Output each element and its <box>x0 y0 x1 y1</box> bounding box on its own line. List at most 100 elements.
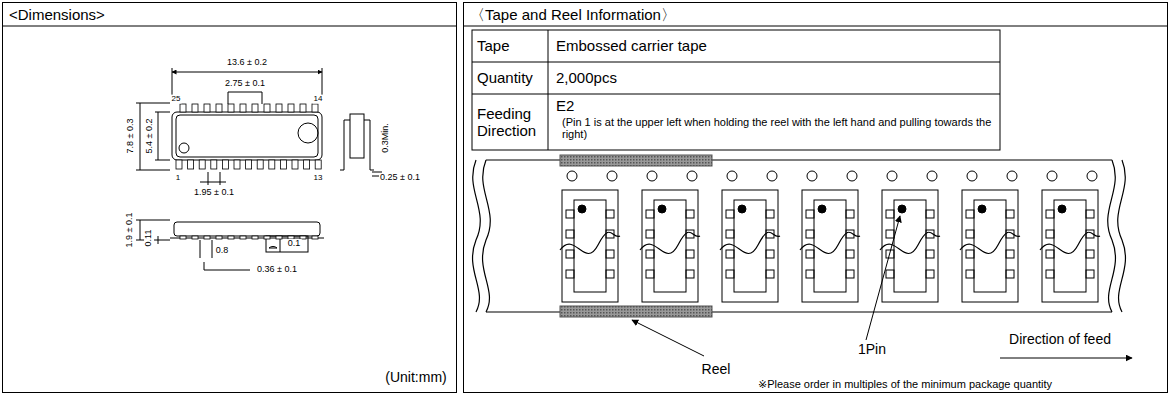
lead <box>1046 230 1054 238</box>
lead <box>766 270 774 278</box>
dimension: 0.11 <box>144 229 154 248</box>
drawing-rect <box>266 236 308 252</box>
lead <box>966 250 974 258</box>
cover-seal <box>960 232 1020 253</box>
lead <box>246 160 252 169</box>
drawing-line <box>866 216 900 340</box>
drawing-line <box>472 94 1000 95</box>
lead <box>180 236 186 239</box>
lead <box>646 250 654 258</box>
chip <box>734 200 766 292</box>
drawing-line <box>212 240 213 258</box>
table-cell: Quantity <box>477 70 533 87</box>
lead <box>806 210 814 218</box>
dimension: 13.6 ± 0.2 <box>226 58 268 68</box>
pin-number: 13 <box>313 174 324 183</box>
drawing-path <box>340 120 374 170</box>
cover-seal <box>720 232 780 253</box>
lead <box>566 230 574 238</box>
lead <box>966 210 974 218</box>
callout-label: 1Pin <box>858 342 886 357</box>
lead <box>766 250 774 258</box>
sprocket-hole <box>967 171 977 181</box>
pocket <box>642 190 698 302</box>
drawing-g <box>560 171 1100 302</box>
drawing-g <box>472 30 1000 150</box>
chip <box>894 200 926 292</box>
lead <box>276 236 282 239</box>
drawing-line <box>228 92 262 93</box>
lead <box>312 104 318 112</box>
drawing-rect <box>560 155 712 166</box>
lead <box>606 250 614 258</box>
pocket <box>722 190 778 302</box>
chip <box>814 200 846 292</box>
lead <box>1086 270 1094 278</box>
lead <box>686 270 694 278</box>
dimension: 0.1 <box>287 239 302 249</box>
lead <box>222 160 228 169</box>
lead <box>686 210 694 218</box>
sprocket-hole <box>887 171 897 181</box>
drawing-path <box>1108 160 1116 312</box>
sprocket-hole <box>687 171 697 181</box>
drawing-line <box>204 262 205 270</box>
lead <box>216 236 222 239</box>
lead <box>966 230 974 238</box>
lead <box>1006 250 1014 258</box>
note: ※Please order in multiples of the minimu… <box>758 378 1052 390</box>
lead <box>257 160 263 169</box>
lead <box>726 230 734 238</box>
lead <box>312 236 318 239</box>
lead <box>726 210 734 218</box>
drawing-path <box>483 160 491 312</box>
drawing-line <box>158 112 159 160</box>
lead <box>686 250 694 258</box>
lead <box>252 236 258 239</box>
drawing-rect <box>350 114 364 158</box>
cover-seal <box>1040 232 1100 253</box>
pin1-dot <box>1058 205 1066 213</box>
unit-note: (Unit:mm) <box>385 370 446 385</box>
sprocket-hole <box>1087 171 1097 181</box>
lead <box>566 270 574 278</box>
lead <box>192 236 198 239</box>
callout-label: Reel <box>702 362 731 377</box>
sprocket-hole <box>607 171 617 181</box>
lead <box>276 104 282 112</box>
lead <box>264 104 270 112</box>
lead <box>606 270 614 278</box>
sprocket-hole <box>647 171 657 181</box>
pocket <box>802 190 858 302</box>
drawing-line <box>200 240 201 258</box>
drawing-line <box>136 220 170 221</box>
lead <box>606 210 614 218</box>
pin-number: 1 <box>175 174 181 183</box>
dimension: 7.8 ± 0.3 <box>126 118 136 155</box>
drawing-line <box>158 236 159 244</box>
drawing-line <box>3 26 456 27</box>
drawing-line <box>140 103 141 170</box>
lead <box>1006 270 1014 278</box>
drawing-g <box>136 68 382 270</box>
pocket <box>562 190 618 302</box>
lead <box>252 104 258 112</box>
lead <box>192 104 198 112</box>
drawing-g <box>473 160 1126 312</box>
lead <box>1086 210 1094 218</box>
lead <box>228 236 234 239</box>
dimension: 2.75 ± 0.1 <box>224 79 266 89</box>
lead <box>806 250 814 258</box>
sprocket-hole <box>847 171 857 181</box>
lead <box>726 250 734 258</box>
lead <box>806 270 814 278</box>
lead <box>204 104 210 112</box>
lead <box>176 160 182 169</box>
panel-heading: <Dimensions> <box>3 3 456 26</box>
lead <box>1046 270 1054 278</box>
chip <box>974 200 1006 292</box>
pin1-dot <box>578 205 586 213</box>
panel-heading: 〈Tape and Reel Information〉 <box>464 3 1167 28</box>
lead <box>566 210 574 218</box>
pin1-dot <box>818 205 826 213</box>
